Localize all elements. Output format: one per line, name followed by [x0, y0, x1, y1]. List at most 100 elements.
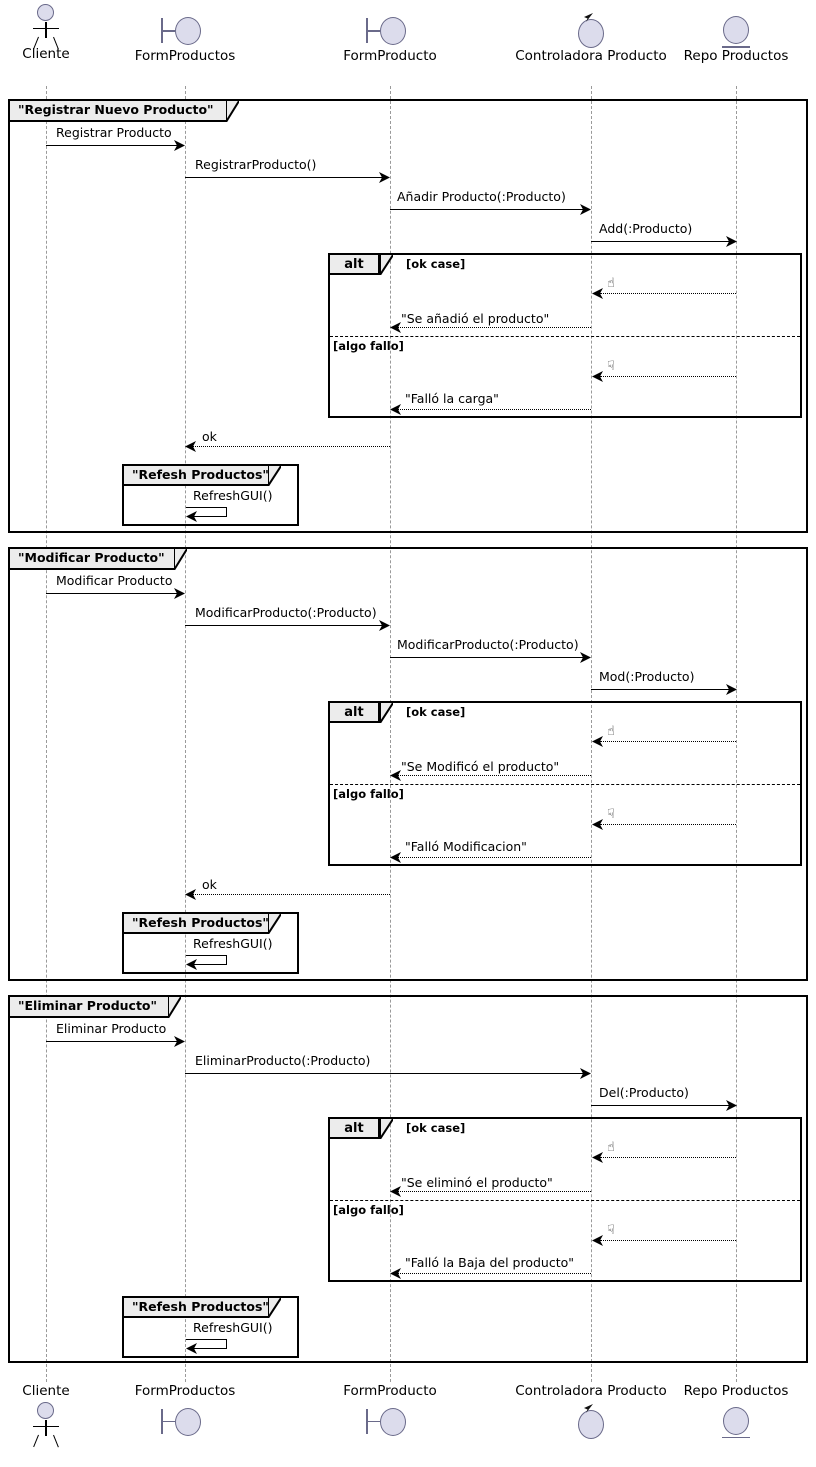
message-label: ok: [202, 429, 217, 444]
thumbs-up-icon: ☝: [607, 276, 615, 291]
message-arrow: [185, 625, 384, 626]
arrowhead-icon: [186, 1343, 197, 1354]
self-message-arrow: [194, 1348, 227, 1349]
inner-frame-tab-notch: [268, 914, 281, 934]
return-arrow: [600, 376, 736, 377]
participant-footer-formproductos[interactable]: FormProductos: [127, 1384, 243, 1441]
message-label: RefreshGUI(): [193, 488, 273, 503]
arrowhead-icon: [592, 1235, 603, 1246]
inner-frame-tab: "Refesh Productos": [124, 466, 269, 486]
return-arrow: [398, 1191, 591, 1192]
actor-icon: [4, 4, 88, 50]
participant-header-formproductos[interactable]: FormProductos: [127, 14, 243, 64]
frame-tab: "Registrar Nuevo Producto": [10, 101, 226, 122]
message-label: EliminarProducto(:Producto): [195, 1053, 371, 1068]
arrowhead-icon: [174, 1036, 185, 1047]
actor-icon: [4, 1401, 88, 1450]
thumbs-down-icon: ☟: [607, 359, 615, 374]
message-label: Eliminar Producto: [56, 1021, 167, 1036]
message-label: "Falló la carga": [405, 391, 499, 406]
return-arrow: [398, 409, 591, 410]
return-arrow: [193, 446, 390, 447]
participant-label: Repo Productos: [683, 1383, 789, 1399]
inner-frame-tab: "Refesh Productos": [124, 914, 269, 934]
message-arrow: [591, 689, 731, 690]
participant-label: Repo Productos: [683, 48, 789, 64]
message-label: "Falló Modificacion": [405, 839, 527, 854]
self-message-arrow: [186, 955, 227, 956]
arrowhead-icon: [592, 736, 603, 747]
frame-label: "Registrar Nuevo Producto": [18, 102, 214, 118]
participant-label: Controladora Producto: [515, 48, 667, 64]
participant-label: Cliente: [22, 46, 70, 62]
participant-footer-formproducto[interactable]: FormProducto: [334, 1383, 446, 1441]
boundary-icon: [334, 14, 446, 50]
alt-operator-label: alt: [344, 256, 364, 272]
message-label: Modificar Producto: [56, 573, 173, 588]
message-label: Registrar Producto: [56, 125, 172, 140]
return-arrow: [398, 1273, 591, 1274]
message-label: ModificarProducto(:Producto): [195, 605, 377, 620]
message-label: Del(:Producto): [599, 1085, 689, 1100]
message-arrow: [390, 657, 585, 658]
participant-header-formproducto[interactable]: FormProducto: [334, 14, 446, 64]
participant-header-controladora[interactable]: Controladora Producto: [510, 13, 672, 64]
arrowhead-icon: [186, 959, 197, 970]
self-message-arrow: [194, 964, 227, 965]
return-arrow: [398, 857, 591, 858]
message-label: "Se añadió el producto": [401, 311, 550, 326]
frame-tab-notch: [168, 997, 181, 1018]
alt-guard-ok: [ok case]: [406, 257, 466, 271]
alt-guard-ok: [ok case]: [406, 1121, 466, 1135]
message-label: "Se eliminó el producto": [401, 1175, 553, 1190]
message-arrow: [591, 241, 731, 242]
message-label: RefreshGUI(): [193, 936, 273, 951]
arrowhead-icon: [379, 172, 390, 183]
frame-tab: "Modificar Producto": [10, 549, 174, 570]
inner-frame-tab-notch: [268, 1298, 281, 1318]
self-message-arrow: [194, 516, 227, 517]
arrowhead-icon: [592, 819, 603, 830]
arrowhead-icon: [580, 1068, 591, 1079]
message-arrow: [185, 1073, 585, 1074]
control-icon: [510, 1403, 672, 1441]
message-arrow: [591, 1105, 731, 1106]
participant-header-cliente[interactable]: Cliente: [4, 4, 88, 62]
self-message-arrow: [226, 955, 227, 965]
self-message-arrow: [226, 507, 227, 517]
participant-header-repo[interactable]: Repo Productos: [676, 14, 796, 64]
inner-frame-tab: "Refesh Productos": [124, 1298, 269, 1318]
inner-frame-refresh: "Refesh Productos": [122, 1296, 299, 1358]
self-message-arrow: [186, 1339, 227, 1340]
thumbs-down-icon: ☟: [607, 807, 615, 822]
control-arrow-icon: [584, 1403, 593, 1413]
message-label: ModificarProducto(:Producto): [397, 637, 579, 652]
frame-label: "Modificar Producto": [18, 550, 165, 566]
frame-label: "Eliminar Producto": [18, 998, 158, 1014]
arrowhead-icon: [580, 652, 591, 663]
message-arrow: [46, 1041, 179, 1042]
arrowhead-icon: [592, 288, 603, 299]
arrowhead-icon: [580, 204, 591, 215]
arrowhead-icon: [726, 236, 737, 247]
participant-footer-repo[interactable]: Repo Productos: [676, 1383, 796, 1441]
alt-guard-fail: [algo fallo]: [333, 787, 404, 801]
alt-divider: [330, 784, 800, 785]
participant-label: FormProducto: [343, 1383, 437, 1399]
participant-footer-cliente[interactable]: Cliente: [4, 1384, 88, 1450]
frame-tab: "Eliminar Producto": [10, 997, 168, 1018]
participant-label: FormProductos: [134, 48, 236, 64]
alt-frame: alt: [328, 701, 802, 866]
message-label: "Se Modificó el producto": [401, 759, 560, 774]
arrowhead-icon: [186, 511, 197, 522]
message-label: Add(:Producto): [599, 221, 693, 236]
alt-divider: [330, 336, 800, 337]
thumbs-up-icon: ☝: [607, 1140, 615, 1155]
message-arrow: [390, 209, 585, 210]
message-label: ok: [202, 877, 217, 892]
participant-footer-controladora[interactable]: Controladora Producto: [510, 1384, 672, 1441]
arrowhead-icon: [379, 620, 390, 631]
lifeline-controladora: [591, 86, 592, 1382]
lifeline-repo: [736, 86, 737, 1382]
